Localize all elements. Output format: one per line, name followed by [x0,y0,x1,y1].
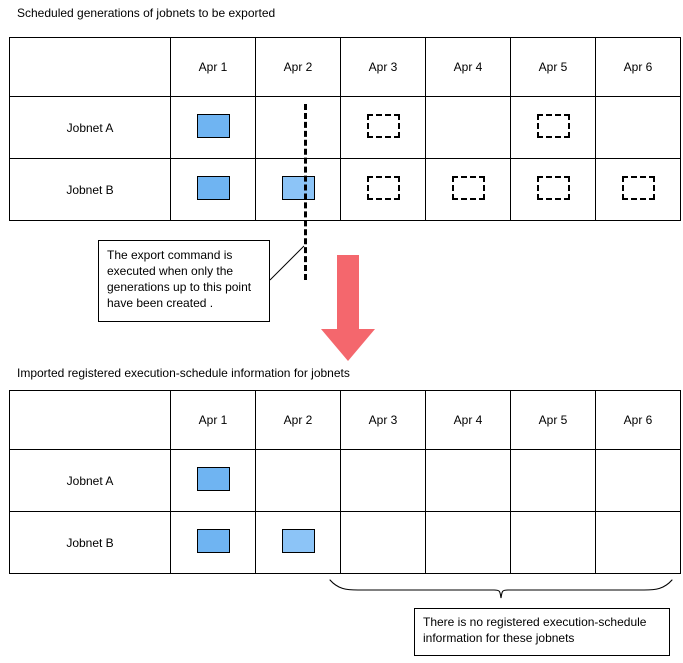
column-header-apr-3: Apr 3 [340,390,426,450]
cell-jobnet-b-apr-4 [425,511,511,574]
cell-jobnet-b-apr-4 [425,158,511,221]
cell-jobnet-b-apr-5 [510,158,596,221]
generation-box-planned [366,176,400,200]
cell-jobnet-a-apr-2 [255,96,341,159]
table-corner-cell [9,390,171,450]
cell-jobnet-b-apr-2 [255,511,341,574]
cell-jobnet-a-apr-2 [255,449,341,512]
row-label-jobnet-b: Jobnet B [9,158,171,221]
imported-schedule-table: Apr 1 Apr 2 Apr 3 Apr 4 Apr 5 Apr 6 Jobn… [9,390,681,574]
cell-jobnet-b-apr-6 [595,511,681,574]
column-header-apr-5: Apr 5 [510,390,596,450]
cell-jobnet-a-apr-6 [595,449,681,512]
scheduled-generations-table: Apr 1 Apr 2 Apr 3 Apr 4 Apr 5 Apr 6 Jobn… [9,37,681,221]
cell-jobnet-b-apr-3 [340,511,426,574]
cell-jobnet-a-apr-3 [340,96,426,159]
generation-box-planned [451,176,485,200]
generation-box-created [281,176,315,200]
cell-jobnet-a-apr-1 [170,96,256,159]
table-header-row: Apr 1 Apr 2 Apr 3 Apr 4 Apr 5 Apr 6 [9,390,681,450]
generation-box-created [196,176,230,200]
cell-jobnet-a-apr-5 [510,96,596,159]
import-flow-arrow-icon [321,255,375,361]
column-header-apr-1: Apr 1 [170,37,256,97]
column-header-apr-4: Apr 4 [425,390,511,450]
column-header-apr-2: Apr 2 [255,390,341,450]
generation-box-planned [621,176,655,200]
cell-jobnet-a-apr-6 [595,96,681,159]
cell-jobnet-b-apr-3 [340,158,426,221]
column-header-apr-6: Apr 6 [595,390,681,450]
top-table-caption: Scheduled generations of jobnets to be e… [17,6,276,20]
generation-box-created [281,529,315,553]
cell-jobnet-b-apr-5 [510,511,596,574]
cell-jobnet-a-apr-3 [340,449,426,512]
row-label-jobnet-b: Jobnet B [9,511,171,574]
cell-jobnet-b-apr-6 [595,158,681,221]
row-label-jobnet-a: Jobnet A [9,449,171,512]
table-row: Jobnet A [9,449,681,512]
bottom-table-caption: Imported registered execution-schedule i… [17,366,350,380]
column-header-apr-5: Apr 5 [510,37,596,97]
column-range-brace [329,579,673,599]
table-row: Jobnet B [9,511,681,574]
cell-jobnet-a-apr-4 [425,96,511,159]
cell-jobnet-b-apr-2 [255,158,341,221]
generation-box-created [196,467,230,491]
generation-box-planned [536,176,570,200]
row-label-jobnet-a: Jobnet A [9,96,171,159]
column-header-apr-2: Apr 2 [255,37,341,97]
export-command-callout: The export command is executed when only… [98,240,270,322]
table-row: Jobnet A [9,96,681,159]
table-corner-cell [9,37,171,97]
column-header-apr-4: Apr 4 [425,37,511,97]
generation-box-planned [536,114,570,138]
column-header-apr-1: Apr 1 [170,390,256,450]
export-cutoff-dashed-line [304,104,307,280]
generation-box-created [196,114,230,138]
callout-leader-line [269,245,305,281]
generation-box-created [196,529,230,553]
no-schedule-info-callout: There is no registered execution-schedul… [414,608,670,656]
cell-jobnet-b-apr-1 [170,511,256,574]
column-header-apr-3: Apr 3 [340,37,426,97]
table-header-row: Apr 1 Apr 2 Apr 3 Apr 4 Apr 5 Apr 6 [9,37,681,97]
generation-box-planned [366,114,400,138]
table-row: Jobnet B [9,158,681,221]
cell-jobnet-a-apr-4 [425,449,511,512]
column-header-apr-6: Apr 6 [595,37,681,97]
cell-jobnet-a-apr-5 [510,449,596,512]
cell-jobnet-a-apr-1 [170,449,256,512]
cell-jobnet-b-apr-1 [170,158,256,221]
